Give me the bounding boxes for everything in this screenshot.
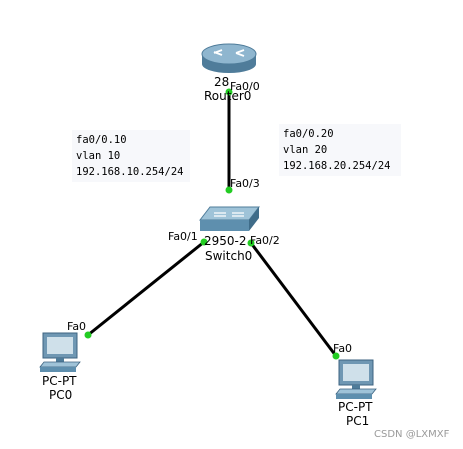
watermark-text: CSDN @LXMXF (374, 429, 450, 440)
pc0-type-label: PC-PT (42, 374, 77, 388)
link-status-dot-switch-right (247, 239, 255, 247)
pc1-type-label: PC-PT (338, 400, 373, 414)
note-vlan10-ip: 192.168.10.254/24 (76, 166, 184, 178)
router-model-label: 28 (214, 75, 230, 89)
link-status-dot-pc1 (332, 352, 340, 360)
link-status-dot-router (225, 88, 233, 96)
switch-icon[interactable] (198, 206, 261, 231)
pc1-port-label: Fa0 (333, 342, 353, 355)
pc0-name-label: PC0 (49, 388, 73, 402)
switch-model-label: 2950-2 (204, 234, 247, 248)
pc0-icon[interactable] (39, 332, 81, 372)
link-switch-pc1[interactable] (249, 242, 338, 357)
note-vlan20-interface: fa0/0.20 (283, 128, 334, 140)
subinterface-note-vlan10: fa0/0.10 vlan 10 192.168.10.254/24 (72, 130, 190, 182)
switch-uplink-port-label: Fa0/3 (230, 177, 260, 190)
link-status-dot-pc0 (84, 331, 92, 339)
router-port-label: Fa0/0 (230, 80, 260, 93)
pc1-icon[interactable] (335, 359, 377, 399)
router-icon[interactable] (201, 43, 257, 73)
pc0-port-label: Fa0 (67, 320, 87, 333)
link-status-dot-switch-left (200, 238, 208, 246)
switch-left-port-label: Fa0/1 (168, 230, 198, 243)
switch-name-label: Switch0 (205, 249, 253, 263)
link-status-dot-switch-uplink (225, 186, 233, 194)
note-vlan10-interface: fa0/0.10 (76, 134, 127, 146)
note-vlan20-vlan: vlan 20 (283, 144, 328, 156)
pc1-name-label: PC1 (346, 414, 370, 428)
note-vlan20-ip: 192.168.20.254/24 (283, 160, 391, 172)
switch-right-port-label: Fa0/2 (250, 234, 280, 247)
link-switch-pc0[interactable] (87, 240, 205, 337)
router-name-label: Router0 (204, 89, 252, 103)
note-vlan10-vlan: vlan 10 (76, 150, 121, 162)
subinterface-note-vlan20: fa0/0.20 vlan 20 192.168.20.254/24 (279, 124, 401, 176)
